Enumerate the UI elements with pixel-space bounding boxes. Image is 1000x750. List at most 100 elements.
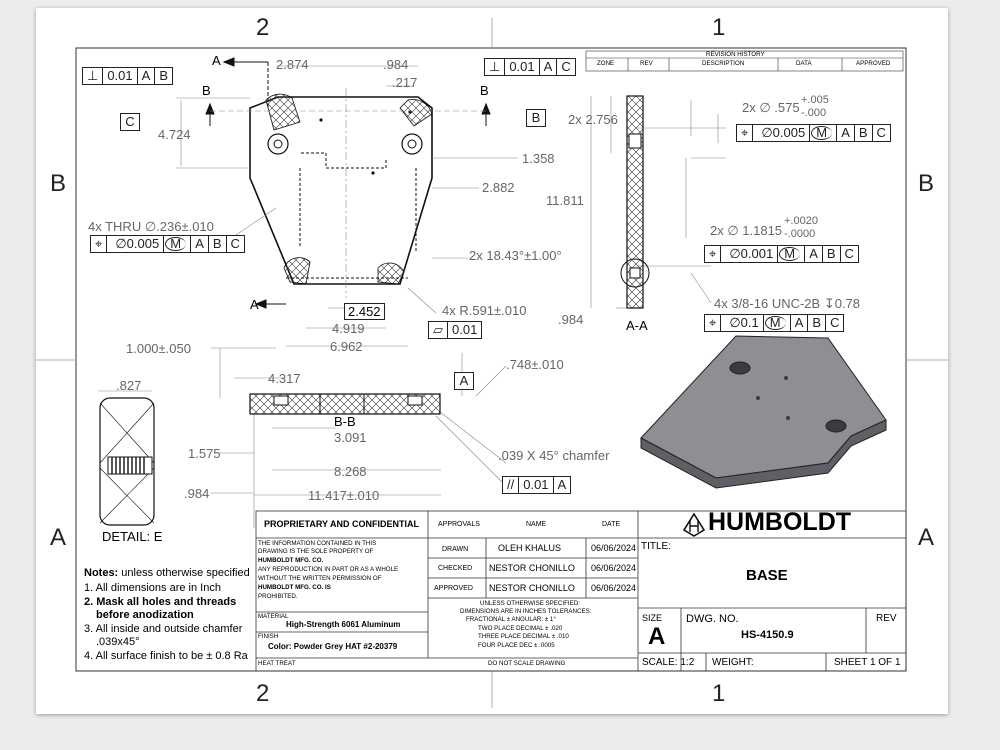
dim-6962: 6.962 bbox=[330, 339, 363, 354]
dim-4317: 4.317 bbox=[268, 371, 301, 386]
dim-angle: 2x 18.43°±1.00° bbox=[469, 248, 562, 263]
dim-thread: 4x 3/8-16 UNC-2B ↧0.78 bbox=[714, 296, 861, 311]
rev-col-zone: ZONE bbox=[597, 60, 615, 67]
tb-dwg-label: DWG. NO. bbox=[686, 613, 739, 625]
drawing-sheet: 2 1 2 1 B A B A REVISION HISTORY ZONE RE… bbox=[36, 8, 948, 714]
datum-c: C bbox=[120, 113, 140, 131]
revision-table bbox=[585, 50, 904, 72]
zone-left-a: A bbox=[50, 524, 67, 551]
tb-prop-line7: PROHIBITED. bbox=[258, 593, 298, 600]
tb-tol-3: FRACTIONAL ± ANGULAR: ± 1° bbox=[466, 616, 556, 623]
iso-model bbox=[640, 335, 887, 489]
rev-col-description: DESCRIPTION bbox=[702, 60, 745, 67]
tb-title: BASE bbox=[746, 567, 788, 584]
tb-dwg: HS-4150.9 bbox=[741, 629, 794, 641]
tb-size: A bbox=[648, 623, 666, 650]
tb-scale: SCALE: 1:2 bbox=[642, 657, 695, 668]
tb-date-approved: 06/06/2024 bbox=[591, 583, 637, 593]
dim-hole-1181-tol-dn: -.0000 bbox=[784, 228, 816, 240]
detail-e bbox=[99, 397, 155, 526]
tb-finish-label: FINISH bbox=[258, 633, 279, 640]
tb-role-approved: APPROVED bbox=[434, 585, 473, 592]
tb-sheet: SHEET 1 OF 1 bbox=[834, 657, 901, 668]
tb-heat-treat: HEAT TREAT bbox=[258, 660, 296, 667]
tb-title-label: TITLE: bbox=[641, 541, 672, 552]
tb-prop-line1: THE INFORMATION CONTAINED IN THIS bbox=[258, 540, 377, 547]
section-label-bb: B-B bbox=[334, 414, 356, 429]
dim-11417: 11.417±.010 bbox=[308, 488, 380, 503]
dim-984-side: .984 bbox=[558, 312, 584, 327]
dim-4919: 4.919 bbox=[332, 321, 365, 336]
dim-chamfer: .039 X 45° chamfer bbox=[498, 448, 610, 463]
tb-do-not-scale: DO NOT SCALE DRAWING bbox=[488, 660, 566, 667]
section-lines bbox=[205, 57, 491, 309]
note-3b: .039x45° bbox=[96, 636, 140, 648]
tb-finish: Color: Powder Grey HAT #2-20379 bbox=[268, 642, 398, 651]
dim-hole-1181: 2x ∅ 1.1815 bbox=[710, 223, 783, 238]
tb-date-checked: 06/06/2024 bbox=[591, 563, 637, 573]
tb-tol-5: THREE PLACE DECIMAL ± .010 bbox=[478, 633, 569, 640]
zone-ticks bbox=[36, 18, 948, 708]
dim-984-top: .984 bbox=[383, 57, 409, 72]
zone-bottom-1: 1 bbox=[712, 680, 726, 707]
section-b-b bbox=[249, 393, 441, 415]
zone-right-a: A bbox=[918, 524, 935, 551]
note-3: 3. All inside and outside chamfer bbox=[84, 623, 243, 635]
dim-1575: 1.575 bbox=[188, 446, 221, 461]
tb-prop-line5: WITHOUT THE WRITTEN PERMISSION OF bbox=[258, 575, 382, 582]
section-a-a bbox=[620, 95, 650, 309]
tb-material: High-Strength 6061 Aluminum bbox=[286, 620, 401, 629]
tb-prop-line6: HUMBOLDT MFG. CO. IS bbox=[258, 584, 331, 591]
dim-2874: 2.874 bbox=[276, 57, 309, 72]
dim-748: .748±.010 bbox=[506, 357, 564, 372]
section-label-a-bottom: A bbox=[250, 297, 259, 312]
tb-name: NAME bbox=[526, 521, 547, 528]
detail-label: DETAIL: E bbox=[102, 529, 163, 544]
tb-prop-line3: HUMBOLDT MFG. CO. bbox=[258, 557, 324, 564]
plate-top-view bbox=[249, 88, 433, 298]
zone-top-2: 2 bbox=[256, 14, 270, 41]
dim-hole-575: 2x ∅ .575 bbox=[742, 100, 800, 115]
tb-date-drawn: 06/06/2024 bbox=[591, 543, 637, 553]
zone-right-b: B bbox=[918, 170, 935, 197]
tb-role-checked: CHECKED bbox=[438, 565, 473, 572]
rev-col-approved: APPROVED bbox=[856, 60, 891, 67]
datum-b: B bbox=[526, 109, 546, 127]
section-label-b-right: B bbox=[480, 83, 489, 98]
tb-material-label: MATERIAL bbox=[258, 613, 289, 620]
dim-2452-basic: 2.452 bbox=[344, 303, 385, 320]
tb-tol-4: TWO PLACE DECIMAL ± .020 bbox=[478, 625, 563, 632]
tb-name-checked: NESTOR CHONILLO bbox=[489, 563, 575, 573]
tb-prop-line4: ANY REPRODUCTION IN PART OR AS A WHOLE bbox=[258, 566, 399, 573]
notes-heading: Notes: unless otherwise specified bbox=[84, 567, 250, 579]
section-label-aa: A-A bbox=[626, 318, 648, 333]
tb-size-label: SIZE bbox=[642, 613, 663, 623]
dim-8268: 8.268 bbox=[334, 464, 367, 479]
section-label-b-left: B bbox=[202, 83, 211, 98]
rev-col-rev: REV bbox=[640, 60, 653, 67]
revision-title: REVISION HISTORY bbox=[706, 51, 765, 58]
tb-tol-6: FOUR PLACE DEC ± .0005 bbox=[478, 642, 555, 649]
dim-radius: 4x R.591±.010 bbox=[442, 303, 527, 318]
note-1: 1. All dimensions are in Inch bbox=[84, 582, 221, 594]
dim-1358: 1.358 bbox=[522, 151, 555, 166]
tb-prop-line2: DRAWING IS THE SOLE PROPERTY OF bbox=[258, 548, 374, 555]
tb-role-drawn: DRAWN bbox=[442, 546, 469, 553]
dim-hole-1181-tol-up: +.0020 bbox=[784, 215, 818, 227]
dim-hole-575-tol-up: +.005 bbox=[801, 94, 829, 106]
humboldt-logo-icon bbox=[682, 512, 706, 537]
dim-1000: 1.000±.050 bbox=[126, 341, 191, 356]
zone-left-b: B bbox=[50, 170, 67, 197]
dim-217: .217 bbox=[392, 75, 418, 90]
tb-name-drawn: OLEH KHALUS bbox=[498, 543, 562, 553]
tb-tol-2: DIMENSIONS ARE IN INCHES TOLERANCES: bbox=[460, 608, 592, 615]
tb-weight: WEIGHT: bbox=[712, 657, 754, 668]
dim-11811: 11.811 bbox=[546, 193, 584, 208]
dim-2882: 2.882 bbox=[482, 180, 515, 195]
note-2: 2. Mask all holes and threads bbox=[84, 596, 237, 608]
